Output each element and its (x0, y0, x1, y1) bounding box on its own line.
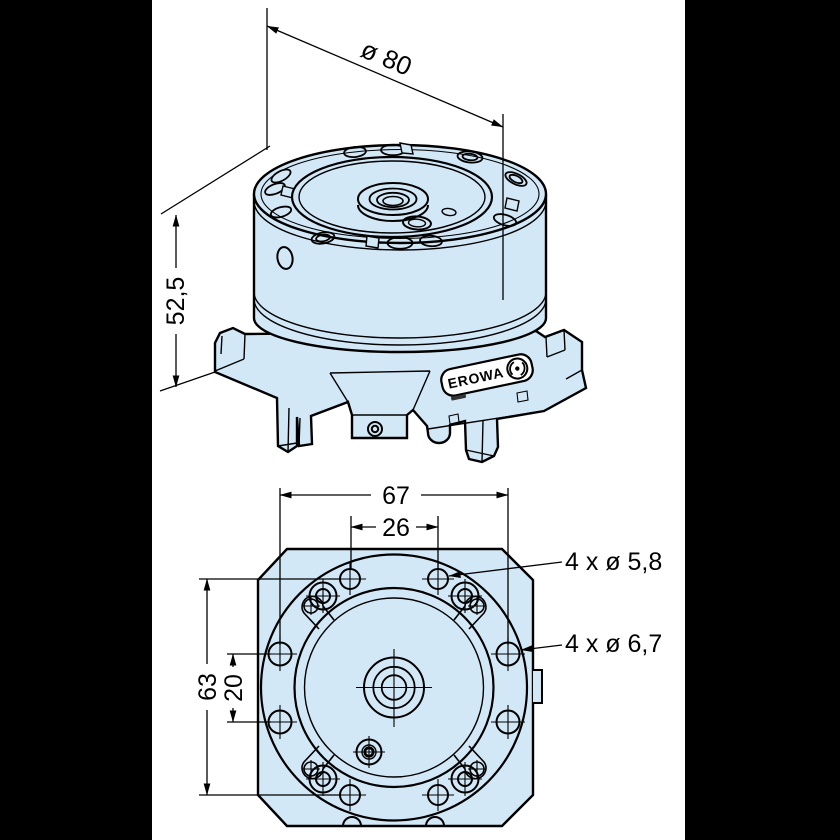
iso-view: EROWA (159, 8, 588, 464)
technical-drawing-svg: EROWA (159, 8, 662, 828)
bottom-view: 67 26 63 (194, 482, 662, 828)
dim-height-52-5: 52,5 (159, 145, 271, 392)
dim-20: 20 (220, 653, 271, 723)
nameplate-subtext-smudge (450, 394, 467, 401)
dim-height-label: 52,5 (162, 277, 190, 326)
dim-26: 26 (350, 514, 439, 569)
dim-67: 67 (279, 482, 509, 645)
side-key-tab (533, 669, 543, 704)
dim-diameter-label: ø 80 (357, 34, 417, 82)
dim-63-label: 63 (194, 673, 222, 701)
index-hole (353, 736, 385, 768)
clamp-slots (301, 595, 487, 780)
front-plate-hole (367, 421, 383, 437)
iso-top-face (252, 142, 548, 251)
flange-circle (259, 553, 529, 822)
dim-67-label: 67 (382, 482, 410, 510)
dim-20-label: 20 (220, 674, 248, 702)
erowa-emblem-icon (506, 357, 529, 380)
dim-63: 63 (194, 578, 341, 796)
cylinder-side-hole (276, 246, 294, 270)
cross-pin-holes (302, 597, 486, 778)
iso-base: EROWA (213, 326, 588, 464)
erowa-nameplate: EROWA (440, 353, 534, 401)
callout-6-7: 4 x ø 6,7 (520, 630, 662, 658)
dim-26-label: 26 (382, 514, 410, 542)
center-bore (356, 649, 432, 727)
callout-5-8: 4 x ø 5,8 (448, 548, 662, 578)
callout-6-7-label: 4 x ø 6,7 (565, 630, 662, 658)
drawing-sheet: EROWA (152, 0, 685, 840)
chuck-circle-outer (293, 586, 495, 789)
callout-5-8-label: 4 x ø 5,8 (565, 548, 662, 576)
chuck-circle-inner (303, 597, 485, 778)
